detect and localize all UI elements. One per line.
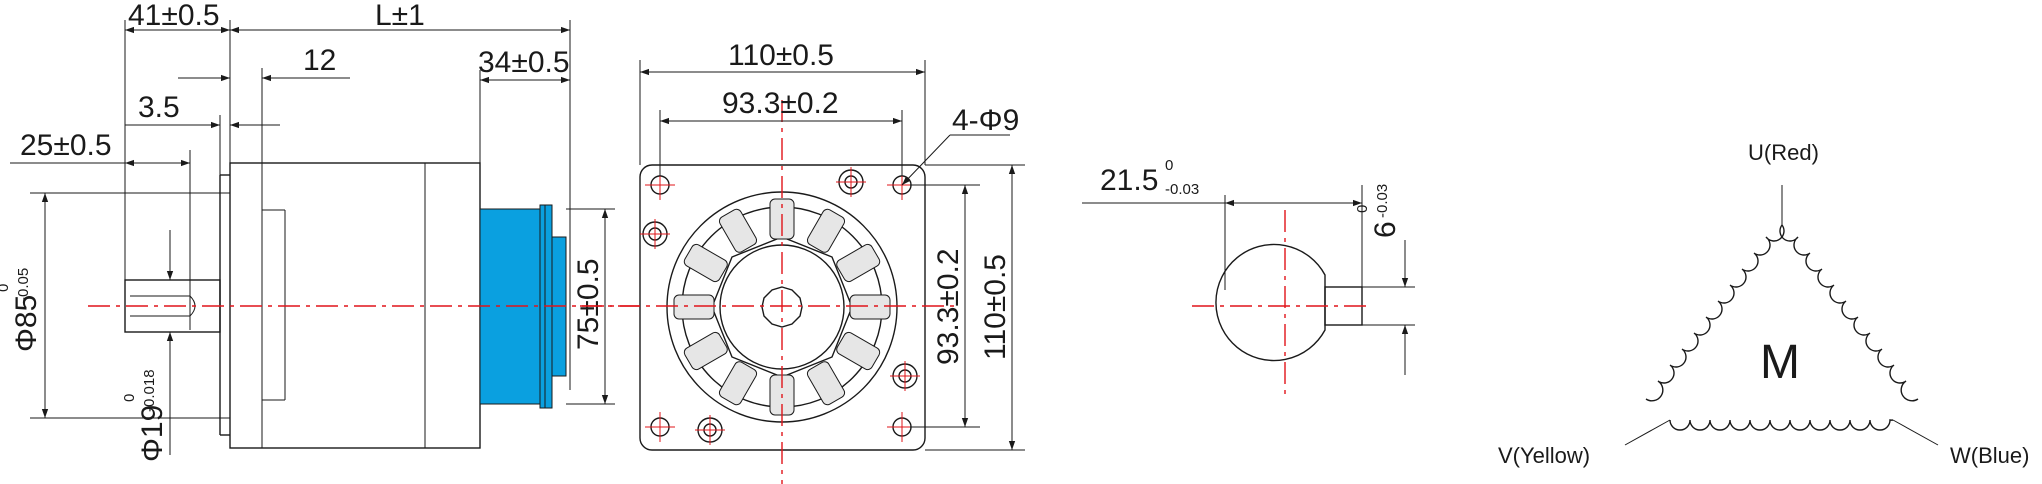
dim-110-vertical: 110±0.5 [979,254,1012,360]
dim-75: 75±0.5 [572,258,605,350]
shaft-cross-section [1215,243,1326,362]
dia-85-tol-upper: 0 [0,284,12,292]
dim-21-5-tol-upper: 0 [1165,157,1173,174]
dia-19-tol-upper: 0 [121,394,138,402]
dim-6-tol-lower: -0.03 [1374,184,1391,218]
holes-callout: 4-Φ9 [952,104,1019,137]
dia-19-tol-lower: -0.018 [141,369,158,412]
terminal-v: V(Yellow) [1498,443,1590,468]
dim-25: 25±0.5 [20,129,112,162]
terminal-w: W(Blue) [1950,443,2029,468]
dia-85: Φ85 [10,295,43,352]
dim-6-tol-upper: 0 [1354,205,1371,213]
dim-110-horizontal: 110±0.5 [728,39,834,72]
dia-19: Φ19 [136,405,169,462]
dim-L: L±1 [375,0,425,32]
side-view: 41±0.5 L±1 12 34±0.5 3.5 25±0.5 Φ85 0 -0… [0,0,640,462]
shaft-section: 21.5 0 -0.03 6 0 -0.03 [1082,157,1415,400]
dim-34: 34±0.5 [478,46,570,79]
dim-93-vertical: 93.3±0.2 [932,248,965,365]
dia-85-tol-lower: -0.05 [15,268,32,302]
dim-93-horizontal: 93.3±0.2 [722,87,839,120]
dim-21-5: 21.5 [1100,164,1158,197]
dim-3-5: 3.5 [138,91,180,124]
dim-12: 12 [303,44,336,77]
dim-21-5-tol-lower: -0.03 [1165,181,1199,198]
dim-6: 6 [1369,221,1402,238]
front-view: 110±0.5 93.3±0.2 4-Φ9 93.3±0.2 110±0.5 [580,39,1025,484]
wiring-diagram: M U(Red) V(Yellow) W(Blue) [1498,140,2029,468]
motor-symbol: M [1760,336,1800,389]
dim-41: 41±0.5 [128,0,220,32]
terminal-u: U(Red) [1748,140,1819,165]
